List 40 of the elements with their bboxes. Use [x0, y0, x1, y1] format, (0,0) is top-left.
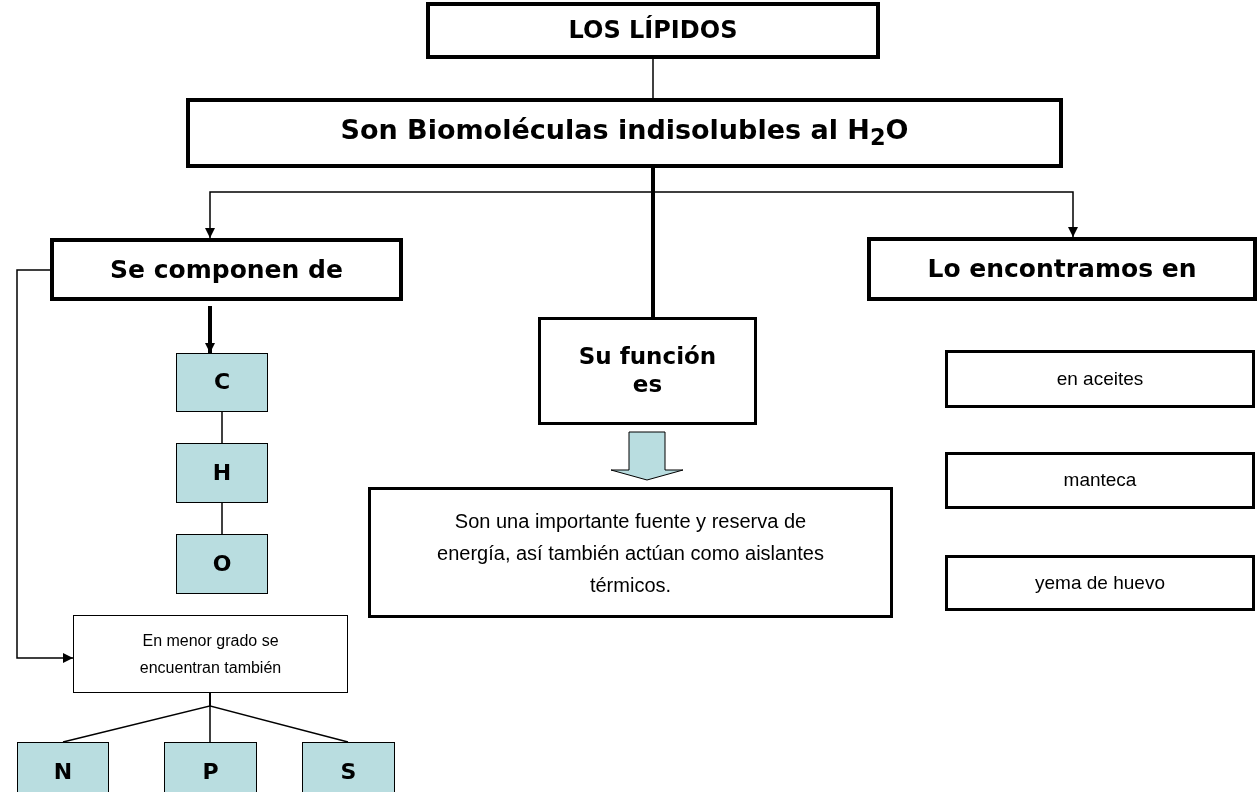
node-label: Son una importante fuente y reserva de energía, así también actúan como aislantes térmicos. — [436, 508, 825, 598]
connector-line — [652, 58, 654, 99]
connector-line — [221, 502, 223, 535]
node-label: LOS LÍPIDOS — [568, 16, 738, 45]
arrow — [205, 306, 215, 353]
node-label: en aceites — [1056, 367, 1144, 391]
node-label: yema de huevo — [1035, 571, 1165, 595]
node-label: Se componen de — [110, 254, 343, 285]
element-box — [176, 534, 268, 594]
node-label: N — [53, 758, 73, 786]
connector-line — [221, 411, 223, 444]
element-box — [176, 353, 268, 412]
node-label: S — [340, 758, 357, 786]
arrow — [16, 269, 74, 663]
node-label: C — [213, 369, 231, 396]
node-label: Lo encontramos en — [927, 254, 1197, 284]
description-box — [368, 487, 893, 618]
element-box — [17, 742, 109, 792]
element-box — [164, 742, 257, 792]
item-box — [945, 452, 1255, 509]
node-label: P — [202, 758, 219, 786]
node-label: En menor grado se encuentran también — [138, 630, 283, 678]
node-label: Son Biomoléculas indisolubles al H$_{2}$O — [340, 114, 909, 152]
item-box — [945, 555, 1255, 611]
category-box — [867, 237, 1257, 301]
connector-line — [651, 168, 655, 317]
block-arrow — [610, 431, 684, 481]
element-box — [176, 443, 268, 503]
category-box — [538, 317, 757, 425]
connector-line — [209, 692, 349, 743]
note-box — [73, 615, 348, 693]
node-label: H — [212, 459, 232, 487]
item-box — [945, 350, 1255, 408]
node-label: Su función es — [577, 343, 718, 399]
element-box — [302, 742, 395, 792]
node-label: manteca — [1063, 469, 1137, 492]
category-box — [50, 238, 403, 301]
title-box — [426, 2, 880, 59]
node-label: O — [212, 550, 232, 578]
definition-box — [186, 98, 1063, 168]
